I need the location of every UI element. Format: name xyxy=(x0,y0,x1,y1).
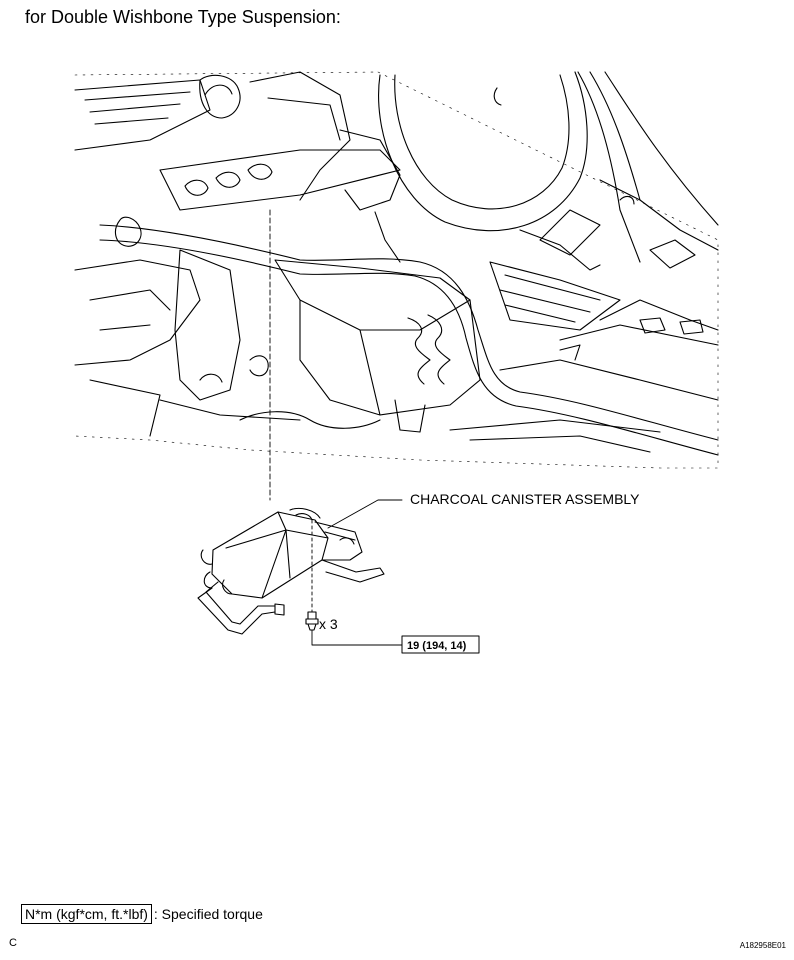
floor-panel xyxy=(449,179,719,453)
torque-box xyxy=(401,635,480,654)
page-heading: for Double Wishbone Type Suspension: xyxy=(25,7,341,27)
torque-units-box: N*m (kgf*cm, ft.*lbf) xyxy=(21,904,152,924)
vehicle-underbody-illustration xyxy=(74,71,719,469)
torque-legend-text: : Specified torque xyxy=(153,906,263,922)
canister-label: CHARCOAL CANISTER ASSEMBLY xyxy=(410,491,640,507)
suspension-components xyxy=(74,71,401,437)
torque-leader-line xyxy=(311,629,403,646)
page-letter: C xyxy=(9,937,17,949)
heat-shield-plate xyxy=(274,259,481,433)
canister-leader-line xyxy=(327,499,403,529)
bolt-quantity-label: x 3 xyxy=(319,616,338,632)
torque-value-label: 19 (194, 14) xyxy=(407,640,467,652)
exhaust-pipe xyxy=(99,224,719,456)
spare-tire xyxy=(378,71,719,263)
charcoal-canister-assembly xyxy=(197,507,385,635)
torque-legend: N*m (kgf*cm, ft.*lbf) : Specified torque xyxy=(21,904,263,924)
figure-id: A182958E01 xyxy=(739,941,786,950)
bolt-icon xyxy=(305,611,319,631)
